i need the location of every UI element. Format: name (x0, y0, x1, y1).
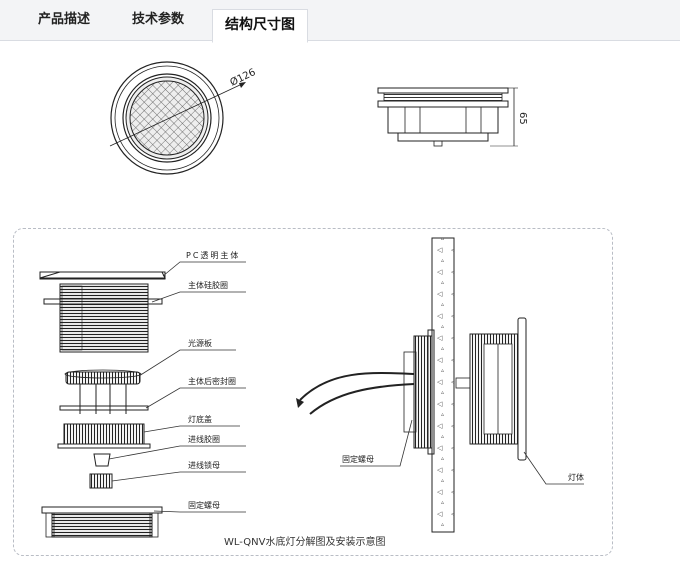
install-label-lamp-body: 灯体 (568, 472, 584, 482)
tab-product-description[interactable]: 产品描述 (38, 12, 91, 27)
tab-bar: 产品描述 技术参数 结构尺寸图 (0, 0, 680, 43)
dimension-drawings: Ø126 65 (109, 61, 528, 175)
diagram-caption: WL-QNV水底灯分解图及安装示意图 (224, 535, 385, 548)
part-label-rear-seal-ring: 主体后密封圈 (188, 376, 236, 386)
exploded-diagram-panel (13, 228, 613, 556)
part-label-cable-lock-nut: 进线锁母 (188, 460, 220, 470)
side-view-drawing: 65 (377, 87, 528, 147)
install-label-fixing-nut: 固定螺母 (342, 454, 374, 464)
part-label-bottom-cover: 灯底盖 (188, 414, 212, 424)
exploded-parts (39, 271, 166, 538)
part-label-cable-grommet: 进线胶圈 (188, 434, 220, 444)
side-height-label: 65 (517, 112, 528, 125)
part-label-pc-body: PC透明主体 (186, 250, 240, 260)
part-label-fixing-nut: 固定螺母 (188, 500, 220, 510)
front-view-drawing: Ø126 (109, 61, 258, 175)
part-label-body-silicone-ring: 主体硅胶圈 (188, 280, 228, 290)
installation-drawing (296, 237, 584, 533)
part-label-light-source-board: 光源板 (188, 338, 212, 348)
tab-structure-dimensions[interactable]: 结构尺寸图 (212, 9, 308, 43)
leader-lines (108, 261, 246, 513)
tab-technical-parameters[interactable]: 技术参数 (132, 12, 185, 27)
